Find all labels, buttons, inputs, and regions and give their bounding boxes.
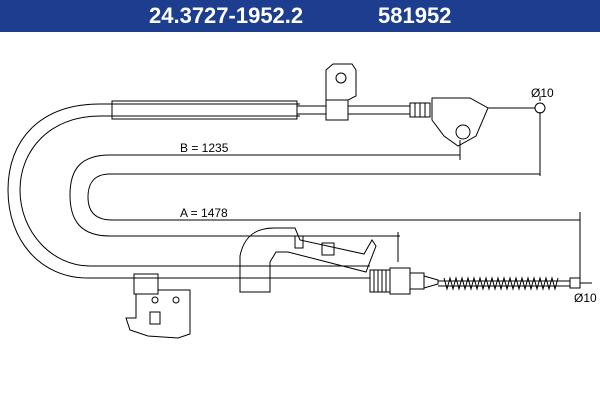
upper-end-diameter-label: Ø10 [531,86,554,100]
upper-cable-sleeve [111,100,298,120]
lower-return-spring [438,276,570,291]
cable-outer-sheath [7,103,370,279]
lower-curved-bracket [239,227,377,293]
upper-eye-plate [431,97,489,147]
upper-mounting-bracket [325,63,357,121]
dim-a-label: A = 1478 [180,206,228,220]
article-number: 581952 [378,3,452,28]
dim-b-line [69,154,460,237]
lower-end-nipple [569,277,581,289]
cable-inner-sheath [19,115,370,267]
lower-end-diameter-label: Ø10 [574,291,597,305]
cable-drawing: Ø10 B = 1235 A = 1478 Ø [7,63,597,339]
lower-end-fitting [369,267,439,295]
lower-left-bracket [125,273,191,339]
dim-b-line-2 [87,173,580,221]
upper-end-nipple [534,102,546,114]
part-number: 24.3727-1952.2 [149,3,304,28]
dim-b-label: B = 1235 [180,141,229,155]
upper-end-fitting [409,102,431,118]
title-bar: 24.3727-1952.2 581952 [0,0,600,32]
